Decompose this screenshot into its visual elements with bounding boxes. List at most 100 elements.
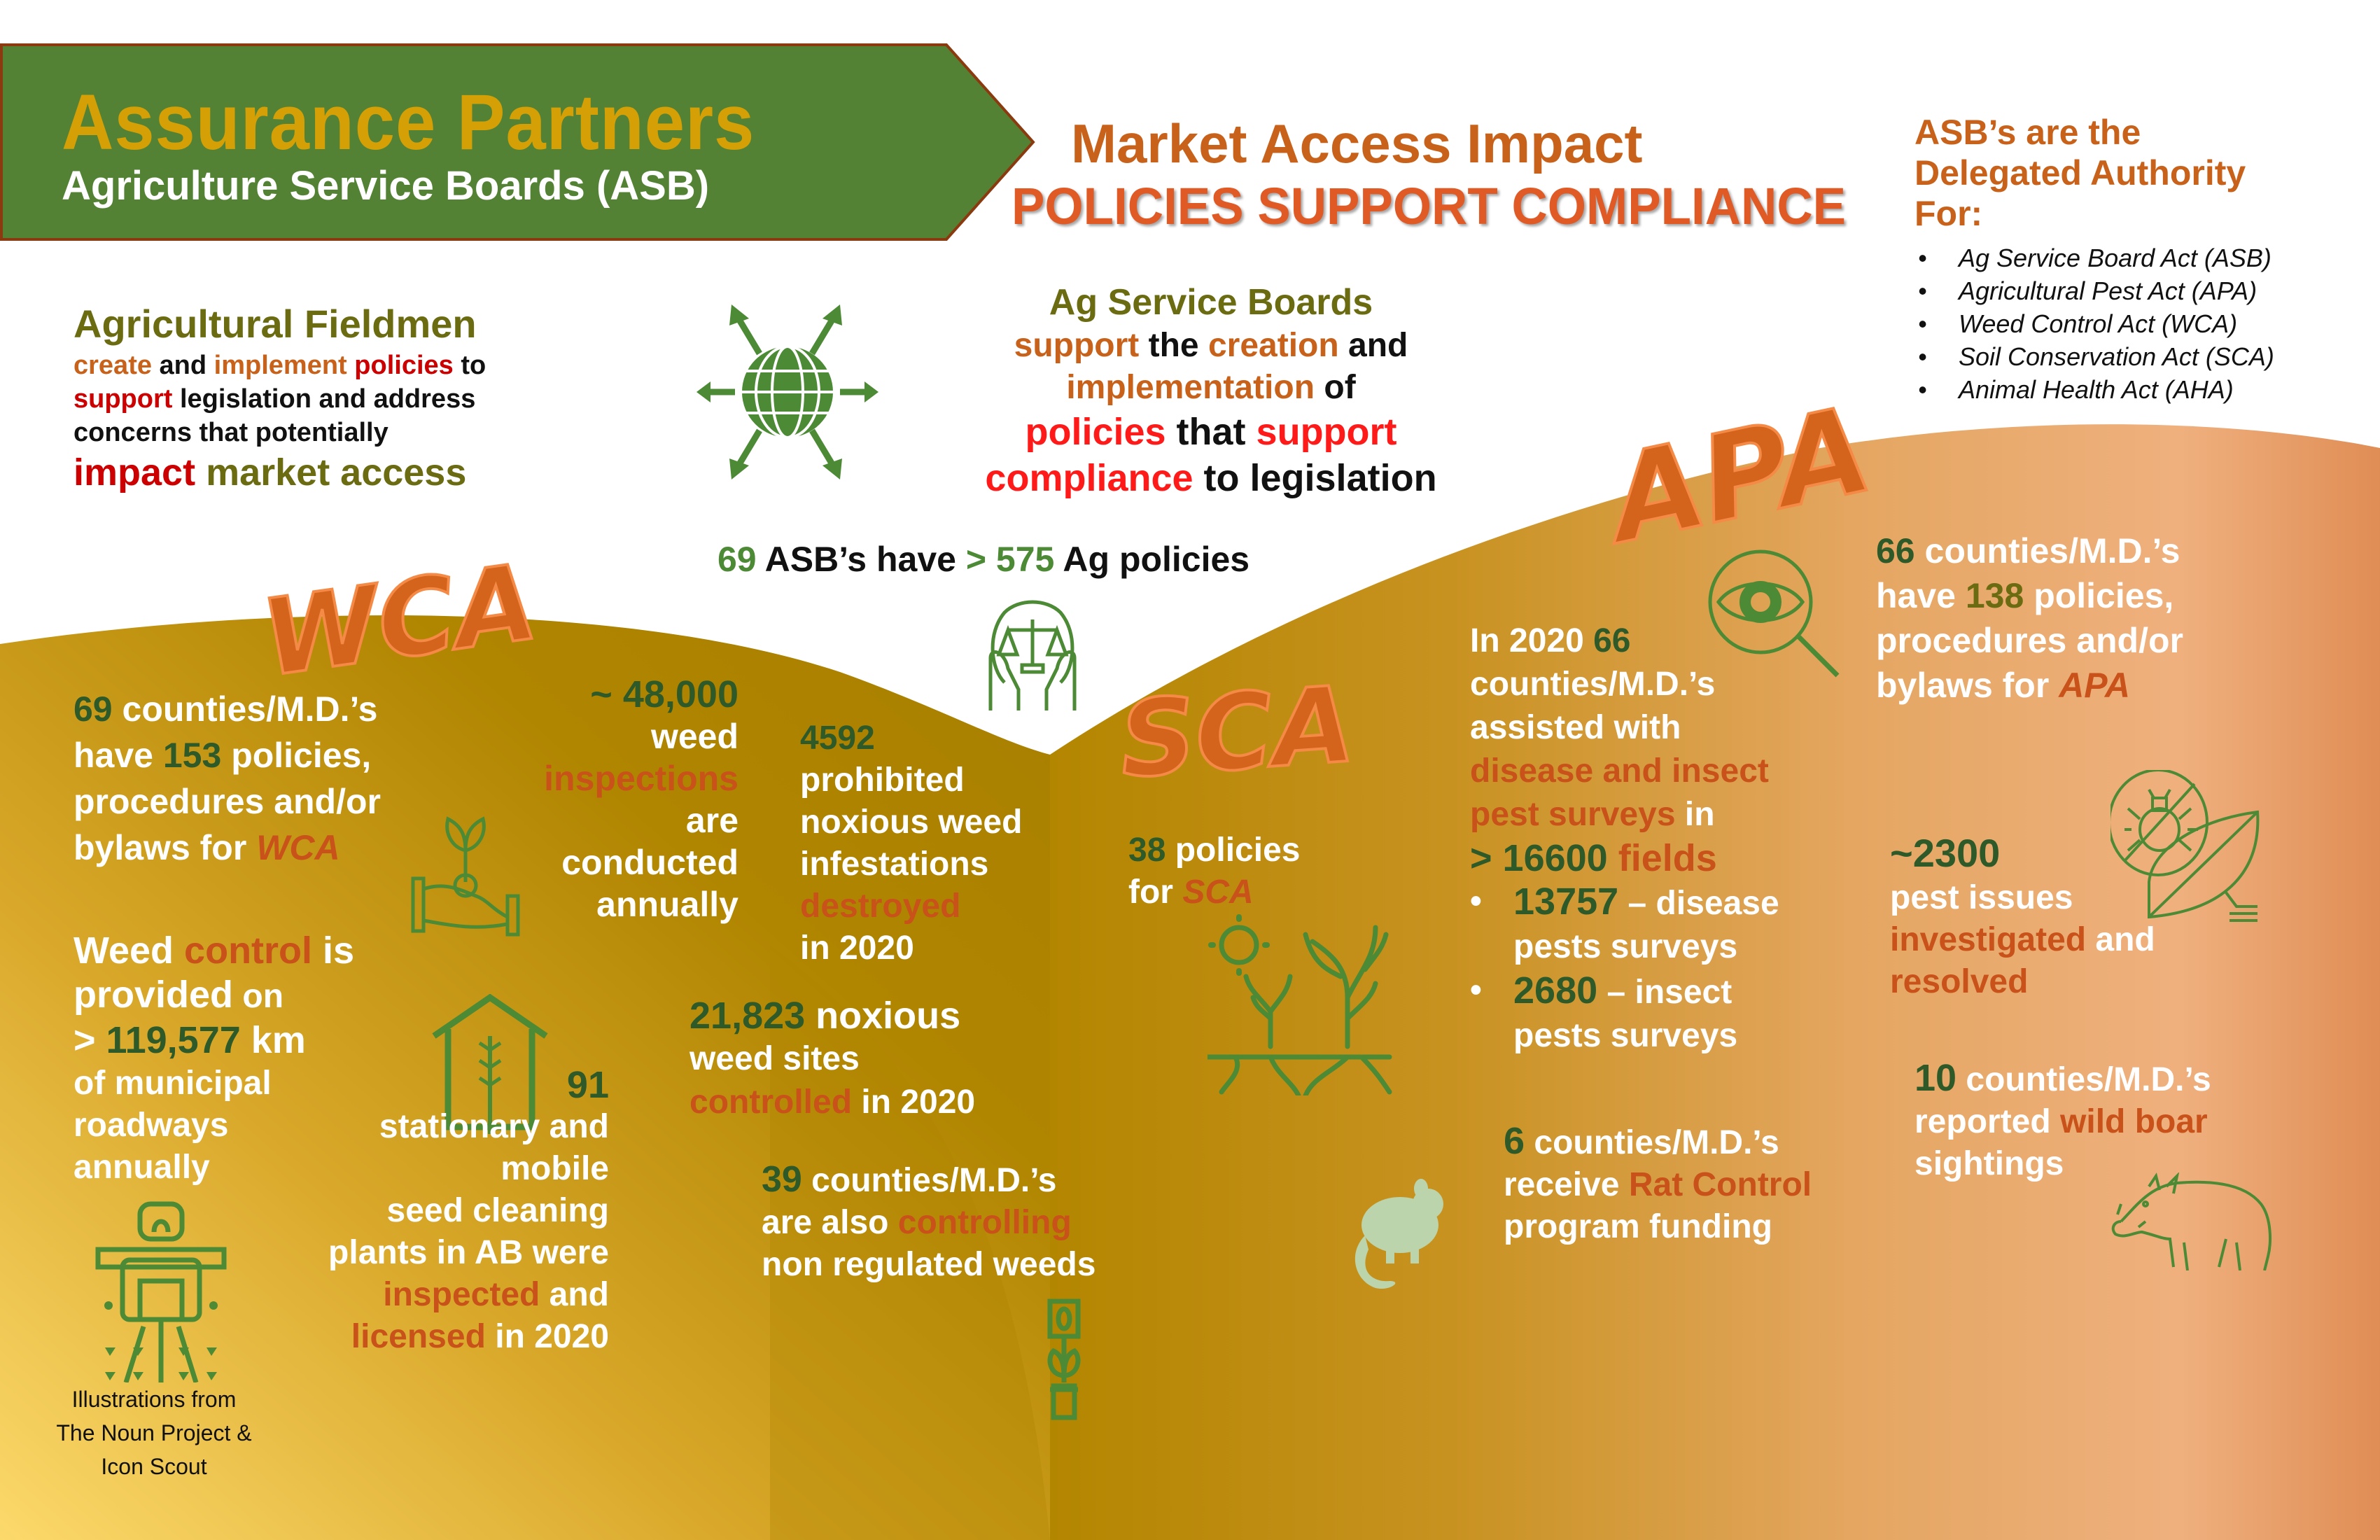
apa-surveys-line: > 16600 fields — [1470, 837, 1717, 879]
rat-control-stat: 6 counties/M.D.’s receive Rat Control pr… — [1504, 1120, 1812, 1248]
seed-plants-line: plants in AB were — [328, 1234, 609, 1271]
non-regulated-stat: 39 counties/M.D.’s are also controlling … — [762, 1158, 1096, 1286]
seed-plants-line: mobile — [500, 1150, 609, 1187]
page-title: Market Access Impact — [1071, 113, 1643, 174]
acts-list: Ag Service Board Act (ASB) Agricultural … — [1918, 241, 2274, 406]
infestations-line: noxious weed — [800, 804, 1023, 841]
roadways-line: of municipal — [74, 1065, 272, 1102]
apa-surveys-line: counties/M.D.’s — [1470, 666, 1716, 703]
credit-line-3: Icon Scout — [101, 1454, 207, 1479]
delegated-line-1: ASB’s are the — [1914, 113, 2141, 152]
disease-survey-bullet: •13757 – disease — [1470, 881, 1779, 923]
wild-boar-stat: 10 counties/M.D.’s reported wild boar si… — [1914, 1057, 2211, 1185]
no-pest-leaf-icon — [2110, 770, 2278, 924]
infestations-line: infestations — [800, 846, 989, 883]
apa-policies-line-3: procedures and/or — [1876, 621, 2183, 660]
wild-boar-line-3: sightings — [1914, 1145, 2064, 1182]
weed-inspections-line: inspections — [544, 759, 738, 798]
page-subtitle: POLICIES SUPPORT COMPLIANCE — [1011, 177, 1847, 235]
delegated-line-2: Delegated Authority — [1914, 153, 2246, 192]
seed-plants-line: seed cleaning — [386, 1192, 609, 1229]
infestations-number: 4592 — [800, 720, 875, 757]
fieldmen-line-2: create and implement policies to — [74, 351, 486, 380]
infestations-line: prohibited — [800, 762, 965, 799]
rat-control-line-2: receive Rat Control — [1504, 1166, 1812, 1203]
seed-plants-number: 91 — [566, 1064, 609, 1106]
act-item: Agricultural Pest Act (APA) — [1918, 274, 2274, 307]
seed-plants-line: licensed in 2020 — [351, 1318, 609, 1355]
pest-issues-line: investigated and — [1890, 921, 2155, 958]
tractor-sprayer-icon — [91, 1200, 231, 1382]
wca-policies-line-4: bylaws for WCA — [74, 828, 340, 867]
noxious-sites-line: controlled in 2020 — [690, 1084, 976, 1121]
apa-surveys-line: assisted with — [1470, 709, 1681, 746]
roadways-line-1: Weed control is — [74, 930, 355, 972]
credit-line-1: Illustrations from — [71, 1387, 237, 1412]
noxious-sites-stat: 21,823 noxious weed sites controlled in … — [690, 994, 975, 1124]
act-item: Weed Control Act (WCA) — [1918, 307, 2274, 340]
apa-policies-stat: 66 counties/M.D.’s have 138 policies, pr… — [1876, 528, 2183, 708]
delegated-authority-heading: ASB’s are the Delegated Authority For: — [1914, 112, 2348, 234]
wca-policies-line-2: have 153 policies, — [74, 736, 372, 775]
asb-line-4: policies that support — [1025, 411, 1397, 453]
seed-plants-stat: 91 stationary and mobile seed cleaning p… — [266, 1064, 609, 1358]
wild-boar-line-2: reported wild boar — [1914, 1103, 2208, 1140]
disease-survey-line-2: pests surveys — [1513, 928, 1738, 965]
money-plant-icon — [1046, 1298, 1082, 1424]
apa-policies-line-1: 66 counties/M.D.’s — [1876, 531, 2180, 570]
sca-section-label: SCA — [1114, 663, 1359, 804]
asb-line-3: implementation of — [1066, 369, 1356, 406]
sca-policies-stat: 38 policies for SCA — [1128, 830, 1300, 913]
banner-title: Assurance Partners — [62, 78, 755, 166]
banner-subtitle: Agriculture Service Boards (ASB) — [62, 163, 710, 209]
roadways-line: roadways — [74, 1107, 229, 1144]
act-item: Soil Conservation Act (SCA) — [1918, 340, 2274, 373]
act-item: Ag Service Board Act (ASB) — [1918, 241, 2274, 274]
apa-policies-line-4: bylaws for APA — [1876, 666, 2131, 705]
apa-policies-line-2: have 138 policies, — [1876, 576, 2174, 615]
roadways-line-3: > 119,577 km — [74, 1019, 306, 1061]
insect-survey-line-2: pests surveys — [1513, 1017, 1738, 1054]
weed-inspections-number: ~ 48,000 — [590, 673, 738, 715]
asb-heading: Ag Service Boards — [1049, 282, 1373, 323]
wca-policies-line-3: procedures and/or — [74, 782, 381, 821]
fieldmen-line-5: impact market access — [74, 451, 467, 493]
asb-policy-count: 69 ASB’s have > 575 Ag policies — [718, 540, 1250, 579]
wild-boar-icon — [2107, 1172, 2282, 1270]
weed-inspections-line: annually — [596, 885, 738, 924]
weed-inspections-line: weed — [650, 717, 738, 756]
apa-surveys-line: disease and insect — [1470, 752, 1769, 790]
delegated-line-3: For: — [1914, 194, 1983, 233]
roadways-line-2: provided on — [74, 974, 284, 1016]
fieldmen-line-4: concerns that potentially — [74, 418, 388, 447]
weed-inspections-line: conducted — [561, 843, 738, 882]
non-regulated-line-1: 39 counties/M.D.’s — [762, 1159, 1057, 1200]
wild-boar-line-1: 10 counties/M.D.’s — [1914, 1057, 2211, 1099]
plant-in-hand-icon — [410, 812, 522, 938]
roadways-line: annually — [74, 1149, 210, 1186]
apa-surveys-line-1: In 2020 66 — [1470, 622, 1631, 659]
seed-plants-line: stationary and — [379, 1108, 609, 1145]
seed-house-icon — [427, 994, 553, 1134]
rat-icon — [1348, 1176, 1449, 1295]
asb-center-block: Ag Service Boards support the creation a… — [931, 280, 1491, 501]
globe-arrows-icon — [693, 294, 896, 490]
scales-in-hands-icon — [976, 592, 1088, 718]
weed-inspections-line: are — [685, 801, 738, 840]
non-regulated-line-2: are also controlling — [762, 1204, 1072, 1241]
rat-control-line-3: program funding — [1504, 1208, 1772, 1245]
credit-line-2: The Noun Project & — [56, 1420, 252, 1446]
seed-plants-line: inspected and — [383, 1276, 609, 1313]
infestations-line: destroyed — [800, 888, 961, 925]
fieldmen-heading: Agricultural Fieldmen — [74, 302, 477, 346]
wca-policies-line-1: 69 counties/M.D.’s — [74, 690, 378, 729]
insect-survey-bullet: •2680 – insect — [1470, 969, 1732, 1011]
sca-policies-line-2: for SCA — [1128, 874, 1254, 911]
asb-line-5: compliance to legislation — [985, 457, 1437, 499]
wca-policies-stat: 69 counties/M.D.’s have 153 policies, pr… — [74, 686, 381, 871]
act-item: Animal Health Act (AHA) — [1918, 373, 2274, 406]
magnifier-eye-icon — [1704, 546, 1844, 679]
sca-policies-line-1: 38 policies — [1128, 832, 1301, 869]
infestations-line: in 2020 — [800, 930, 914, 967]
